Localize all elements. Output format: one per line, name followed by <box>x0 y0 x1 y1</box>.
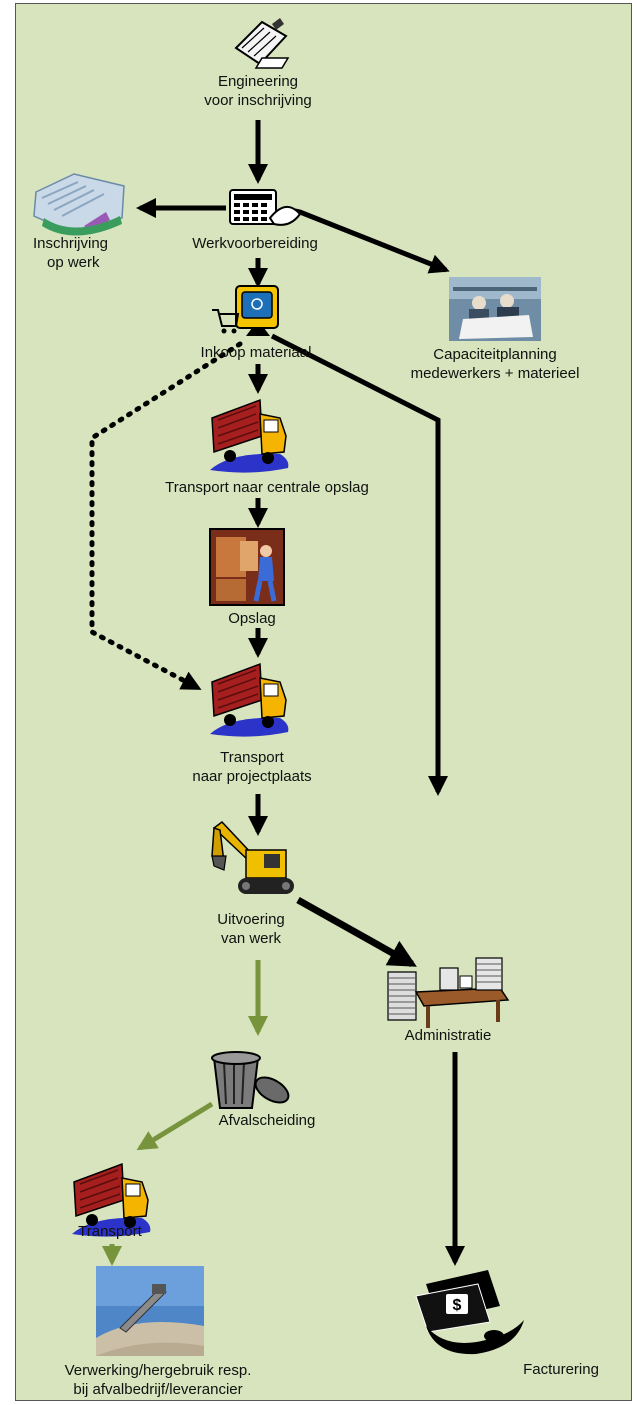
gravel-conveyor-photo-icon <box>96 1266 204 1356</box>
label-line: Transport naar centrale opslag <box>165 479 369 496</box>
engineers-photo-icon <box>449 277 541 341</box>
label-line: voor inschrijving <box>204 92 312 109</box>
label-line: Werkvoorbereiding <box>192 235 318 252</box>
label-line: Inkoop materiaal <box>200 344 312 361</box>
label-inkoop: Inkoop materiaal <box>201 343 312 362</box>
truck-icon <box>72 1162 151 1237</box>
label-inschrijving: Inschrijving op werk <box>33 234 108 272</box>
label-line: van werk <box>220 930 282 947</box>
shopping-computer-icon <box>212 285 279 336</box>
arrows <box>89 120 465 1266</box>
label-facturering: Facturering <box>523 1360 599 1379</box>
label-line: op werk <box>47 254 100 271</box>
label-line: Capaciteitplanning <box>433 346 557 363</box>
calculator-icon <box>229 189 302 226</box>
label-line: Transport <box>220 749 284 766</box>
truck-icon <box>210 662 289 737</box>
label-administratie: Administratie <box>405 1026 492 1045</box>
truck-icon <box>210 398 289 473</box>
arrow-afvalscheiding-transport <box>136 1101 214 1151</box>
office-desk-icon <box>387 957 510 1028</box>
label-line: Engineering <box>217 73 299 90</box>
label-transport-centraal: Transport naar centrale opslag <box>165 478 369 497</box>
label-line: Opslag <box>228 610 276 627</box>
label-engineering: Engineering voor inschrijving <box>204 72 312 110</box>
arrow-inkoop-transport-project-dotted <box>89 341 243 691</box>
label-line: Verwerking/hergebruik resp. <box>64 1362 252 1379</box>
money-icon: $ <box>415 1270 524 1355</box>
label-line: Transport <box>78 1223 142 1240</box>
arrow-inkoop-administratie <box>270 333 448 796</box>
svg-text:$: $ <box>453 1297 462 1314</box>
label-line: Facturering <box>523 1361 599 1378</box>
blueprint-icon <box>33 173 125 236</box>
label-line: Afvalscheiding <box>218 1112 316 1129</box>
label-uitvoering: Uitvoering van werk <box>217 910 285 948</box>
label-opslag: Opslag <box>228 609 276 628</box>
arrow-uitvoering-administratie <box>296 896 417 968</box>
label-capaciteit: Capaciteitplanning medewerkers + materie… <box>411 345 580 383</box>
label-transport-afval: Transport <box>78 1222 142 1241</box>
label-line: naar projectplaats <box>192 768 312 785</box>
label-werkvoorbereiding: Werkvoorbereiding <box>192 234 318 253</box>
label-afvalscheiding: Afvalscheiding <box>219 1111 316 1130</box>
label-verwerking: Verwerking/hergebruik resp. bij afvalbed… <box>65 1361 252 1399</box>
excavator-icon <box>211 820 294 894</box>
warehouse-worker-icon <box>209 528 285 606</box>
label-line: bij afvalbedrijf/leverancier <box>73 1381 243 1398</box>
label-line: Administratie <box>404 1027 492 1044</box>
label-line: medewerkers + materieel <box>410 365 580 382</box>
label-transport-project: Transport naar projectplaats <box>192 748 311 786</box>
trash-can-icon <box>211 1051 290 1109</box>
drafting-icon <box>234 18 290 69</box>
label-line: Uitvoering <box>217 911 285 928</box>
label-line: Inschrijving <box>33 235 109 252</box>
